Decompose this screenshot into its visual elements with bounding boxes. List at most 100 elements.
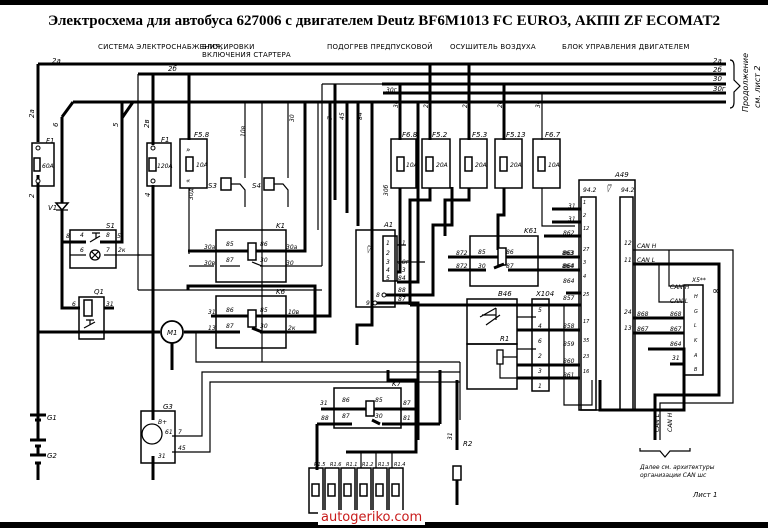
svg-text:M1: M1 xyxy=(167,329,178,337)
watermark: autogeriko.com xyxy=(318,510,426,525)
svg-text:CAN L: CAN L xyxy=(637,257,655,264)
svg-text:30д: 30д xyxy=(188,188,195,200)
svg-text:13: 13 xyxy=(208,325,216,332)
svg-text:31: 31 xyxy=(447,432,454,440)
svg-text:872: 872 xyxy=(456,250,468,257)
svg-text:31: 31 xyxy=(568,203,576,210)
svg-text:10А: 10А xyxy=(548,162,560,169)
svg-text:10А: 10А xyxy=(196,162,208,169)
svg-text:2б: 2б xyxy=(497,100,504,108)
svg-text:88: 88 xyxy=(398,287,406,294)
relay-k1: K1 30а 85 86 30а 30в 87 30 30 xyxy=(188,102,322,283)
svg-text:45: 45 xyxy=(339,112,346,120)
svg-text:∞: ∞ xyxy=(712,286,720,297)
svg-text:K6: K6 xyxy=(276,288,286,296)
svg-text:20А: 20А xyxy=(510,162,522,169)
svg-text:31: 31 xyxy=(568,216,576,223)
svg-text:60А: 60А xyxy=(42,163,54,170)
svg-text:6: 6 xyxy=(52,122,60,127)
svg-text:85: 85 xyxy=(375,397,383,404)
svg-text:F6.7: F6.7 xyxy=(545,131,561,139)
svg-text:A: A xyxy=(693,353,698,359)
svg-text:30: 30 xyxy=(260,257,268,264)
svg-text:CAN H: CAN H xyxy=(670,284,690,291)
svg-text:30: 30 xyxy=(260,323,268,330)
svg-text:85: 85 xyxy=(226,241,234,248)
svg-text:2к: 2к xyxy=(118,247,126,254)
svg-text:30: 30 xyxy=(393,100,400,108)
svg-text:86: 86 xyxy=(342,397,350,404)
svg-text:8: 8 xyxy=(106,232,110,239)
fuse-f5-13: F5.13 20А xyxy=(494,131,526,189)
switch-s1: S1 8 4 8 5 6 7 2к xyxy=(62,102,140,269)
svg-text:864: 864 xyxy=(563,278,575,285)
svg-text:K7: K7 xyxy=(392,380,402,388)
svg-text:120А: 120А xyxy=(157,163,173,170)
svg-text:5: 5 xyxy=(386,275,390,282)
svg-text:6: 6 xyxy=(538,338,542,345)
svg-text:10А: 10А xyxy=(406,162,418,169)
fuse-f1-60a: F1 60А xyxy=(31,137,55,187)
svg-text:864: 864 xyxy=(670,341,682,348)
svg-text:G: G xyxy=(694,309,698,315)
svg-text:11: 11 xyxy=(624,257,632,264)
connector-x5: X5** CAN H H CAN L G 868 L 867 K 864 A 3… xyxy=(670,277,720,376)
can-out-h: CAN H xyxy=(667,412,674,432)
svg-text:S1: S1 xyxy=(106,222,115,230)
svg-text:84: 84 xyxy=(357,112,364,120)
svg-text:86: 86 xyxy=(260,241,268,248)
svg-text:4: 4 xyxy=(386,267,390,274)
svg-text:12: 12 xyxy=(583,226,589,232)
svg-text:30г: 30г xyxy=(386,87,398,94)
sensor-r2: R2 xyxy=(452,380,473,505)
svg-text:88: 88 xyxy=(321,415,329,422)
svg-text:S4: S4 xyxy=(252,182,261,190)
svg-text:12: 12 xyxy=(624,240,632,247)
svg-text:7: 7 xyxy=(178,429,182,436)
section-starter-lock: БЛОКИРОВКИ ВКЛЮЧЕНИЯ СТАРТЕРА xyxy=(202,43,291,59)
svg-text:7: 7 xyxy=(106,247,110,254)
svg-text:F6.8: F6.8 xyxy=(402,131,418,139)
continuation-note-2: см. лист 2 xyxy=(753,65,762,108)
svg-text:R2: R2 xyxy=(463,440,473,448)
svg-text:17: 17 xyxy=(583,319,590,325)
relay-q1: Q1 6 31 xyxy=(72,288,114,340)
svg-text:7: 7 xyxy=(327,116,334,120)
svg-text:31: 31 xyxy=(398,240,406,247)
svg-text:R1.2: R1.2 xyxy=(362,462,373,468)
svg-text:2: 2 xyxy=(538,353,542,360)
svg-text:8: 8 xyxy=(376,292,380,299)
fuse-f6-8: F6.8 10А xyxy=(390,131,418,189)
svg-text:858: 858 xyxy=(563,323,575,330)
svg-text:R1.5: R1.5 xyxy=(314,462,325,468)
svg-text:F5.13: F5.13 xyxy=(506,131,526,139)
section-preheat: ПОДОГРЕВ ПРЕДПУСКОВОЙ xyxy=(327,43,433,51)
glow-plug-r1-5: R1.5 xyxy=(308,462,325,514)
svg-text:5: 5 xyxy=(112,122,120,127)
glow-plug-r1-3: R1.3 xyxy=(372,462,389,514)
svg-text:2а: 2а xyxy=(423,100,430,108)
svg-text:3: 3 xyxy=(583,260,586,266)
svg-text:30: 30 xyxy=(286,260,294,267)
svg-text:31: 31 xyxy=(158,453,166,460)
bus-label-30g: 30г xyxy=(713,85,726,93)
svg-text:61: 61 xyxy=(165,429,173,436)
relay-k7: K7 31 86 85 87 88 87 30 81 xyxy=(315,380,440,470)
svg-text:L: L xyxy=(694,323,697,329)
svg-text:20А: 20А xyxy=(475,162,487,169)
bottom-border xyxy=(0,522,768,528)
svg-text:857: 857 xyxy=(563,295,575,302)
can-note-2: организации CAN шс xyxy=(640,472,707,479)
glow-plug-r1-2: R1.2 xyxy=(356,462,373,514)
svg-text:2: 2 xyxy=(28,193,36,198)
svg-text:3: 3 xyxy=(538,368,542,375)
svg-text:16: 16 xyxy=(583,369,589,375)
svg-text:86: 86 xyxy=(226,307,234,314)
svg-text:R1.1: R1.1 xyxy=(346,462,357,468)
svg-text:R1.6: R1.6 xyxy=(330,462,341,468)
svg-text:S3: S3 xyxy=(208,182,217,190)
svg-text:867: 867 xyxy=(670,326,682,333)
svg-text:2: 2 xyxy=(583,213,586,219)
svg-text:10в: 10в xyxy=(288,309,300,316)
svg-text:13: 13 xyxy=(398,267,406,274)
